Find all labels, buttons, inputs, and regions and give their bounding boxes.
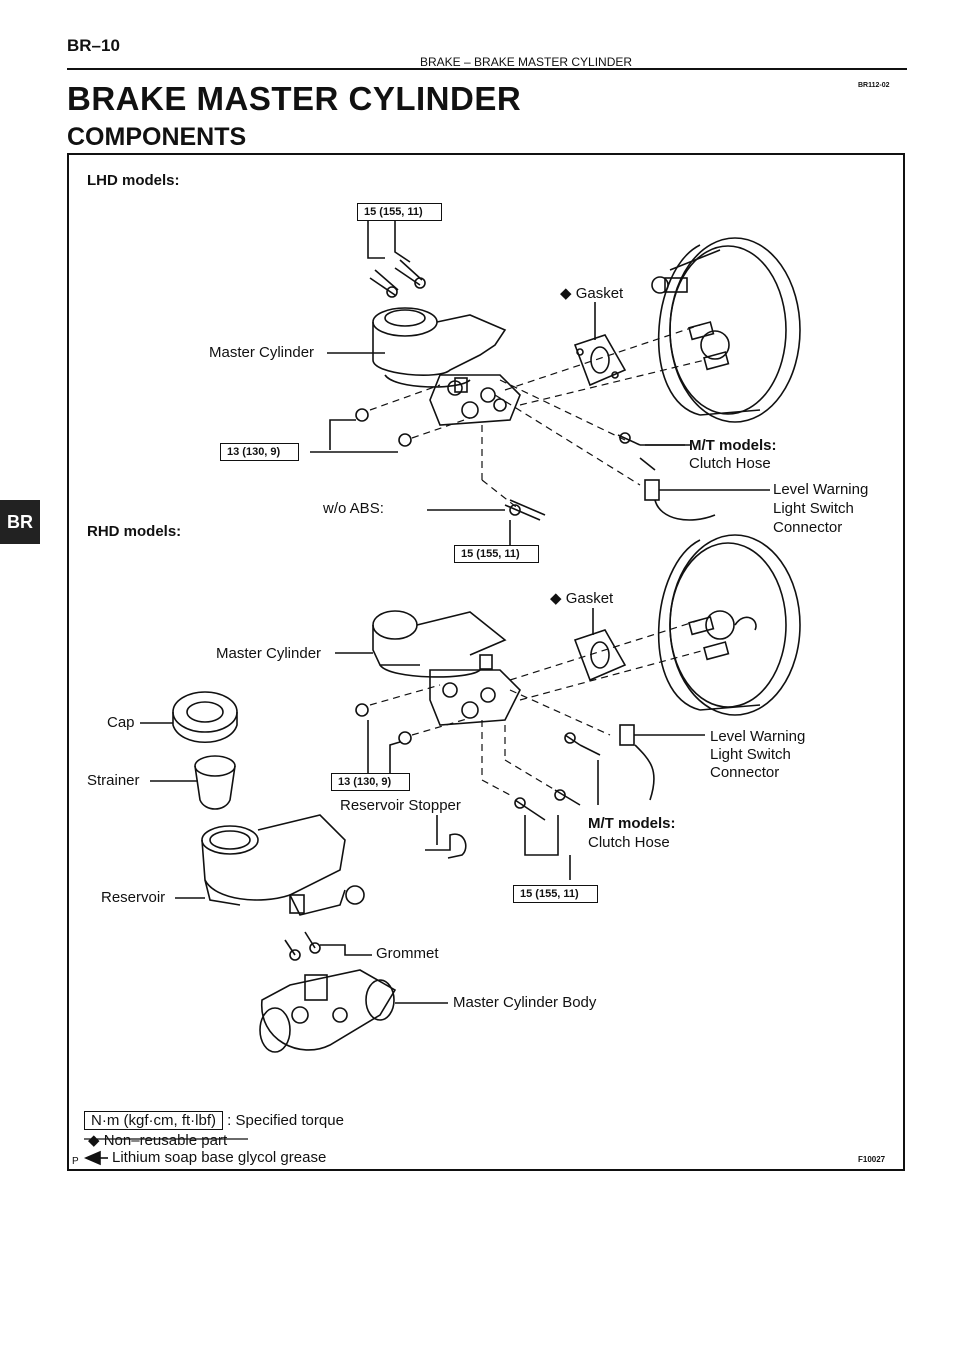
cap-label: Cap (107, 714, 135, 731)
grommet-part (284, 931, 372, 961)
clutch-hose-rhd (514, 789, 581, 880)
level-warning-label: Light Switch (710, 746, 791, 763)
torque-label: 13 (130, 9) (331, 773, 411, 791)
header-rule (67, 68, 907, 70)
wo-abs-fitting (427, 499, 546, 545)
legend-non-reusable: ◆ Non–reusable part (88, 1132, 228, 1149)
lhd-models-label: LHD models: (87, 172, 180, 189)
reservoir-label: Reservoir (101, 889, 166, 906)
mt-models-label: M/T models: (689, 437, 777, 454)
grommet-label: Grommet (376, 945, 439, 962)
master-cylinder-body-part (259, 969, 448, 1053)
torque-label: 15 (155, 11) (454, 545, 539, 563)
torque-legend-text: : Specified torque (227, 1112, 344, 1129)
master-cylinder-label: Master Cylinder (209, 344, 315, 361)
page-code: BR112-02 (858, 82, 890, 89)
torque-label: 15 (155, 11) (513, 885, 598, 903)
level-warning-connector-lhd (644, 479, 770, 521)
wo-abs-label: w/o ABS: (323, 500, 384, 517)
gasket-rhd (573, 608, 627, 682)
gasket-label: ◆ Gasket (560, 285, 624, 302)
mt-models-label: M/T models: (588, 815, 676, 832)
page-number: BR–10 (67, 36, 120, 55)
figure-code: F10027 (858, 1155, 886, 1164)
section-header: BRAKE – BRAKE MASTER CYLINDER (420, 55, 633, 69)
torque-unit-box: N·m (kgf·cm, ft·lbf) (84, 1111, 223, 1130)
level-warning-label: Connector (710, 764, 780, 781)
master-cylinder-lhd (372, 307, 521, 426)
diagram-frame (67, 153, 905, 1171)
legend-grease: Lithium soap base glycol grease (112, 1149, 327, 1166)
torque-label: 13 (130, 9) (220, 443, 300, 461)
reservoir-stopper-part (425, 815, 467, 859)
strainer-label: Strainer (87, 772, 140, 789)
reservoir-part (175, 814, 365, 916)
level-warning-label: Level Warning (773, 481, 869, 498)
master-cylinder-rhd (372, 610, 521, 726)
top-fittings-lhd (367, 212, 426, 298)
legend-p-mark: P (72, 1156, 79, 1167)
brake-booster-rhd (657, 534, 801, 716)
gasket-lhd (573, 302, 627, 387)
brake-booster-lhd (651, 237, 801, 423)
legend-torque: N·m (kgf·cm, ft·lbf) : Specified torque (84, 1111, 344, 1130)
page-title: BRAKE MASTER CYLINDER (67, 80, 522, 117)
reservoir-stopper-label: Reservoir Stopper (340, 797, 461, 814)
clutch-hose-lhd (617, 432, 690, 471)
clutch-hose-label: Clutch Hose (588, 834, 670, 851)
master-cylinder-body-label: Master Cylinder Body (453, 994, 597, 1011)
torque-label: 15 (155, 11) (357, 203, 442, 221)
rhd-models-label: RHD models: (87, 523, 182, 540)
level-warning-label: Level Warning (710, 728, 806, 745)
level-warning-connector-rhd (564, 724, 705, 805)
page-subtitle: COMPONENTS (67, 123, 247, 151)
section-tab: BR (0, 500, 40, 544)
strainer-part (150, 755, 236, 810)
level-warning-label: Connector (773, 519, 843, 536)
clutch-hose-label: Clutch Hose (689, 455, 771, 472)
level-warning-label: Light Switch (773, 500, 854, 517)
gasket-label: ◆ Gasket (550, 590, 614, 607)
master-cylinder-label: Master Cylinder (216, 645, 322, 662)
cap-part (140, 691, 238, 744)
